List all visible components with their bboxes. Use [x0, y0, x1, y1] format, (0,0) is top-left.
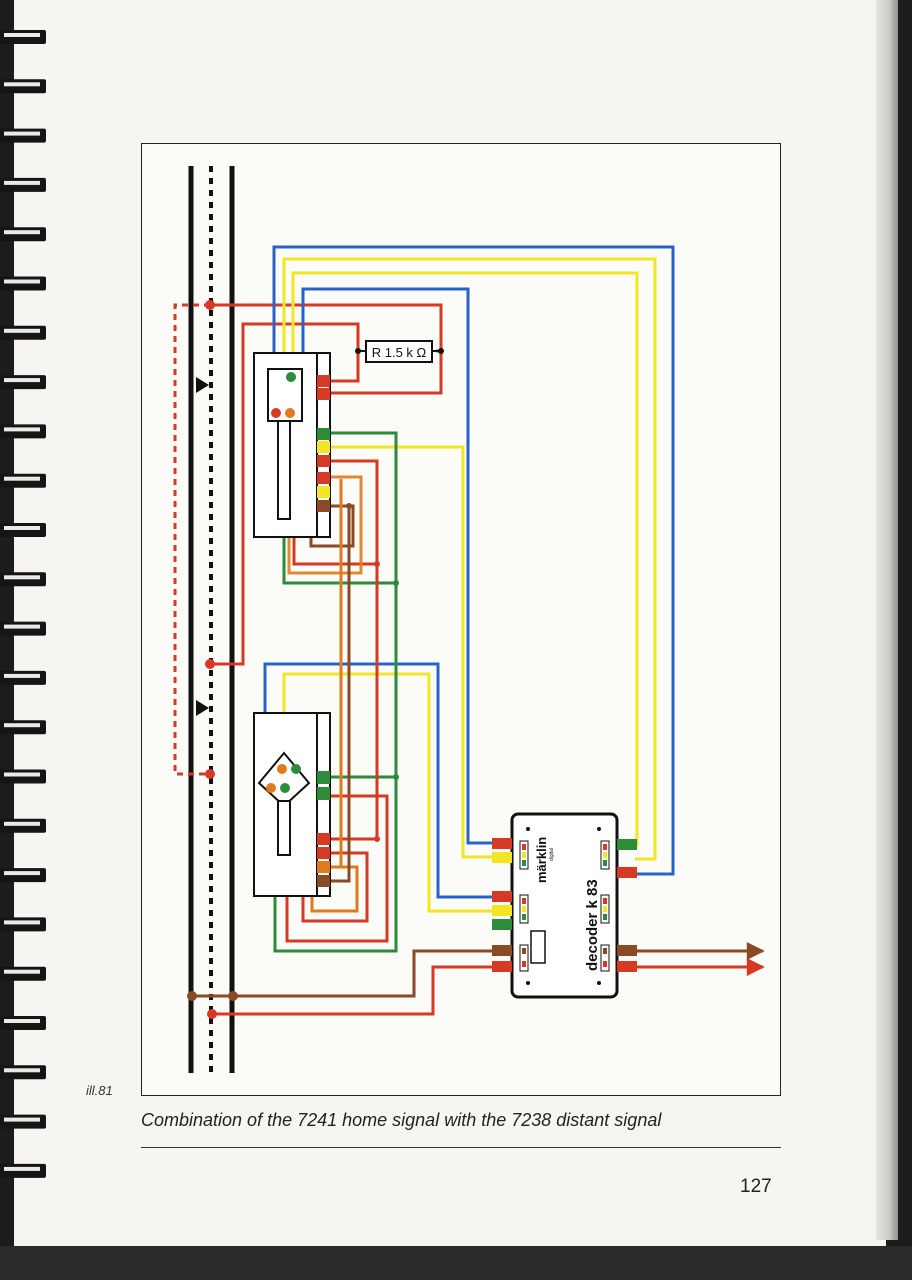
binding-coil-highlight — [4, 476, 40, 481]
binding-coil-highlight — [4, 723, 40, 728]
binding-coil-highlight — [4, 920, 40, 925]
binding-coil-highlight — [4, 1117, 40, 1122]
page-stack-edge — [876, 0, 898, 1240]
binding-coil-highlight — [4, 82, 40, 87]
binding-coil-highlight — [4, 279, 40, 284]
signal-lamp-green — [280, 783, 290, 793]
binding-coil-highlight — [4, 673, 40, 678]
binding-coil-highlight — [4, 624, 40, 629]
junction-dots — [346, 503, 399, 842]
binding-coil-highlight — [4, 131, 40, 136]
binding-coil-highlight — [4, 1019, 40, 1023]
binding-coil-highlight — [4, 821, 40, 826]
page-number: 127 — [740, 1176, 772, 1197]
diagram-frame: R 1.5 k Ω — [141, 143, 781, 1096]
binding-coil-highlight — [4, 378, 40, 383]
signal-lamp-green — [286, 372, 296, 382]
track — [188, 166, 235, 1073]
direction-arrow-icon — [196, 700, 209, 716]
binding-coil-highlight — [4, 180, 40, 185]
page-shadow — [0, 1246, 912, 1280]
binding-coil-highlight — [4, 575, 40, 580]
signal-lamp-green — [291, 764, 301, 774]
track-connector-brown — [228, 991, 238, 1001]
decoder-model-label: decoder k 83 — [584, 879, 601, 971]
binding-coil-highlight — [4, 969, 40, 974]
track-connector-red — [205, 659, 215, 669]
decoder-brand-sub: digital — [549, 848, 555, 861]
decoder-indicator-strips — [519, 840, 610, 972]
track-connector-red — [205, 769, 215, 779]
binding-coil-highlight — [4, 526, 40, 530]
binding-coil-highlight — [4, 230, 40, 235]
binding-coil-highlight — [4, 1166, 40, 1171]
binding-coil-highlight — [4, 772, 40, 777]
binding-coil-highlight — [4, 328, 40, 333]
figure-label: ill.81 — [86, 1083, 113, 1098]
spiral-binding — [0, 30, 46, 1178]
isolated-section-dashed-wire — [173, 303, 210, 776]
home-signal-plugs — [317, 375, 330, 512]
signal-lamp-orange — [266, 783, 276, 793]
binding-coil-highlight — [4, 871, 40, 876]
track-connector-brown — [187, 991, 197, 1001]
power-wires — [192, 942, 765, 1016]
binding-coil-highlight — [4, 427, 40, 432]
binding-coil-highlight — [4, 33, 40, 37]
decoder-plugs-left — [492, 838, 512, 972]
decoder-brand: märklin — [534, 837, 549, 883]
distant-signal-7238 — [253, 712, 331, 897]
signal-lamp-orange — [285, 408, 295, 418]
signal-lamp-red — [271, 408, 281, 418]
track-connector-red — [207, 1009, 217, 1019]
decoder-plugs-right — [617, 839, 637, 972]
binding-coil-highlight — [4, 1068, 40, 1073]
blue-wires — [263, 245, 675, 899]
resistor: R 1.5 k Ω — [355, 340, 444, 363]
signal-lamp-orange — [277, 764, 287, 774]
distant-signal-plugs — [317, 771, 330, 887]
decoder-k83: märklin digital decoder k 83 — [492, 812, 637, 999]
track-connector-red — [205, 300, 215, 310]
wiring-diagram: R 1.5 k Ω — [173, 166, 765, 1073]
caption-rule — [141, 1147, 781, 1148]
home-signal-7241 — [253, 352, 331, 538]
figure-caption: Combination of the 7241 home signal with… — [141, 1110, 662, 1130]
direction-arrow-icon — [196, 377, 209, 393]
resistor-label: R 1.5 k Ω — [372, 345, 427, 360]
